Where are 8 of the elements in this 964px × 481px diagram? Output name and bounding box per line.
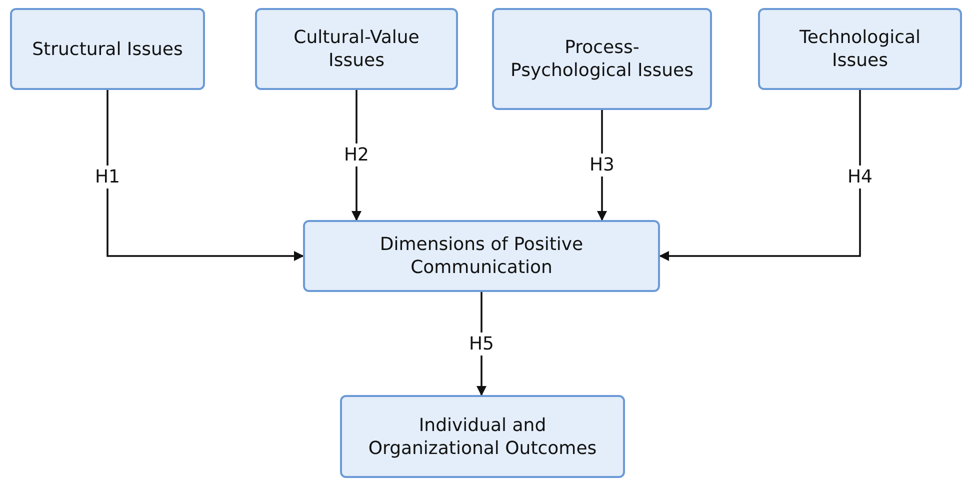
process-box: Structural Issues	[10, 8, 205, 90]
process-box: Cultural-Value Issues	[255, 8, 458, 90]
process-box: Individual and Organizational Outcomes	[340, 395, 625, 478]
process-box: Process-Psychological Issues	[492, 8, 712, 110]
process-box: Technological Issues	[758, 8, 962, 90]
process-box: Dimensions of Positive Communication	[303, 220, 660, 292]
arrow	[659, 90, 861, 261]
arrow	[106, 90, 304, 261]
